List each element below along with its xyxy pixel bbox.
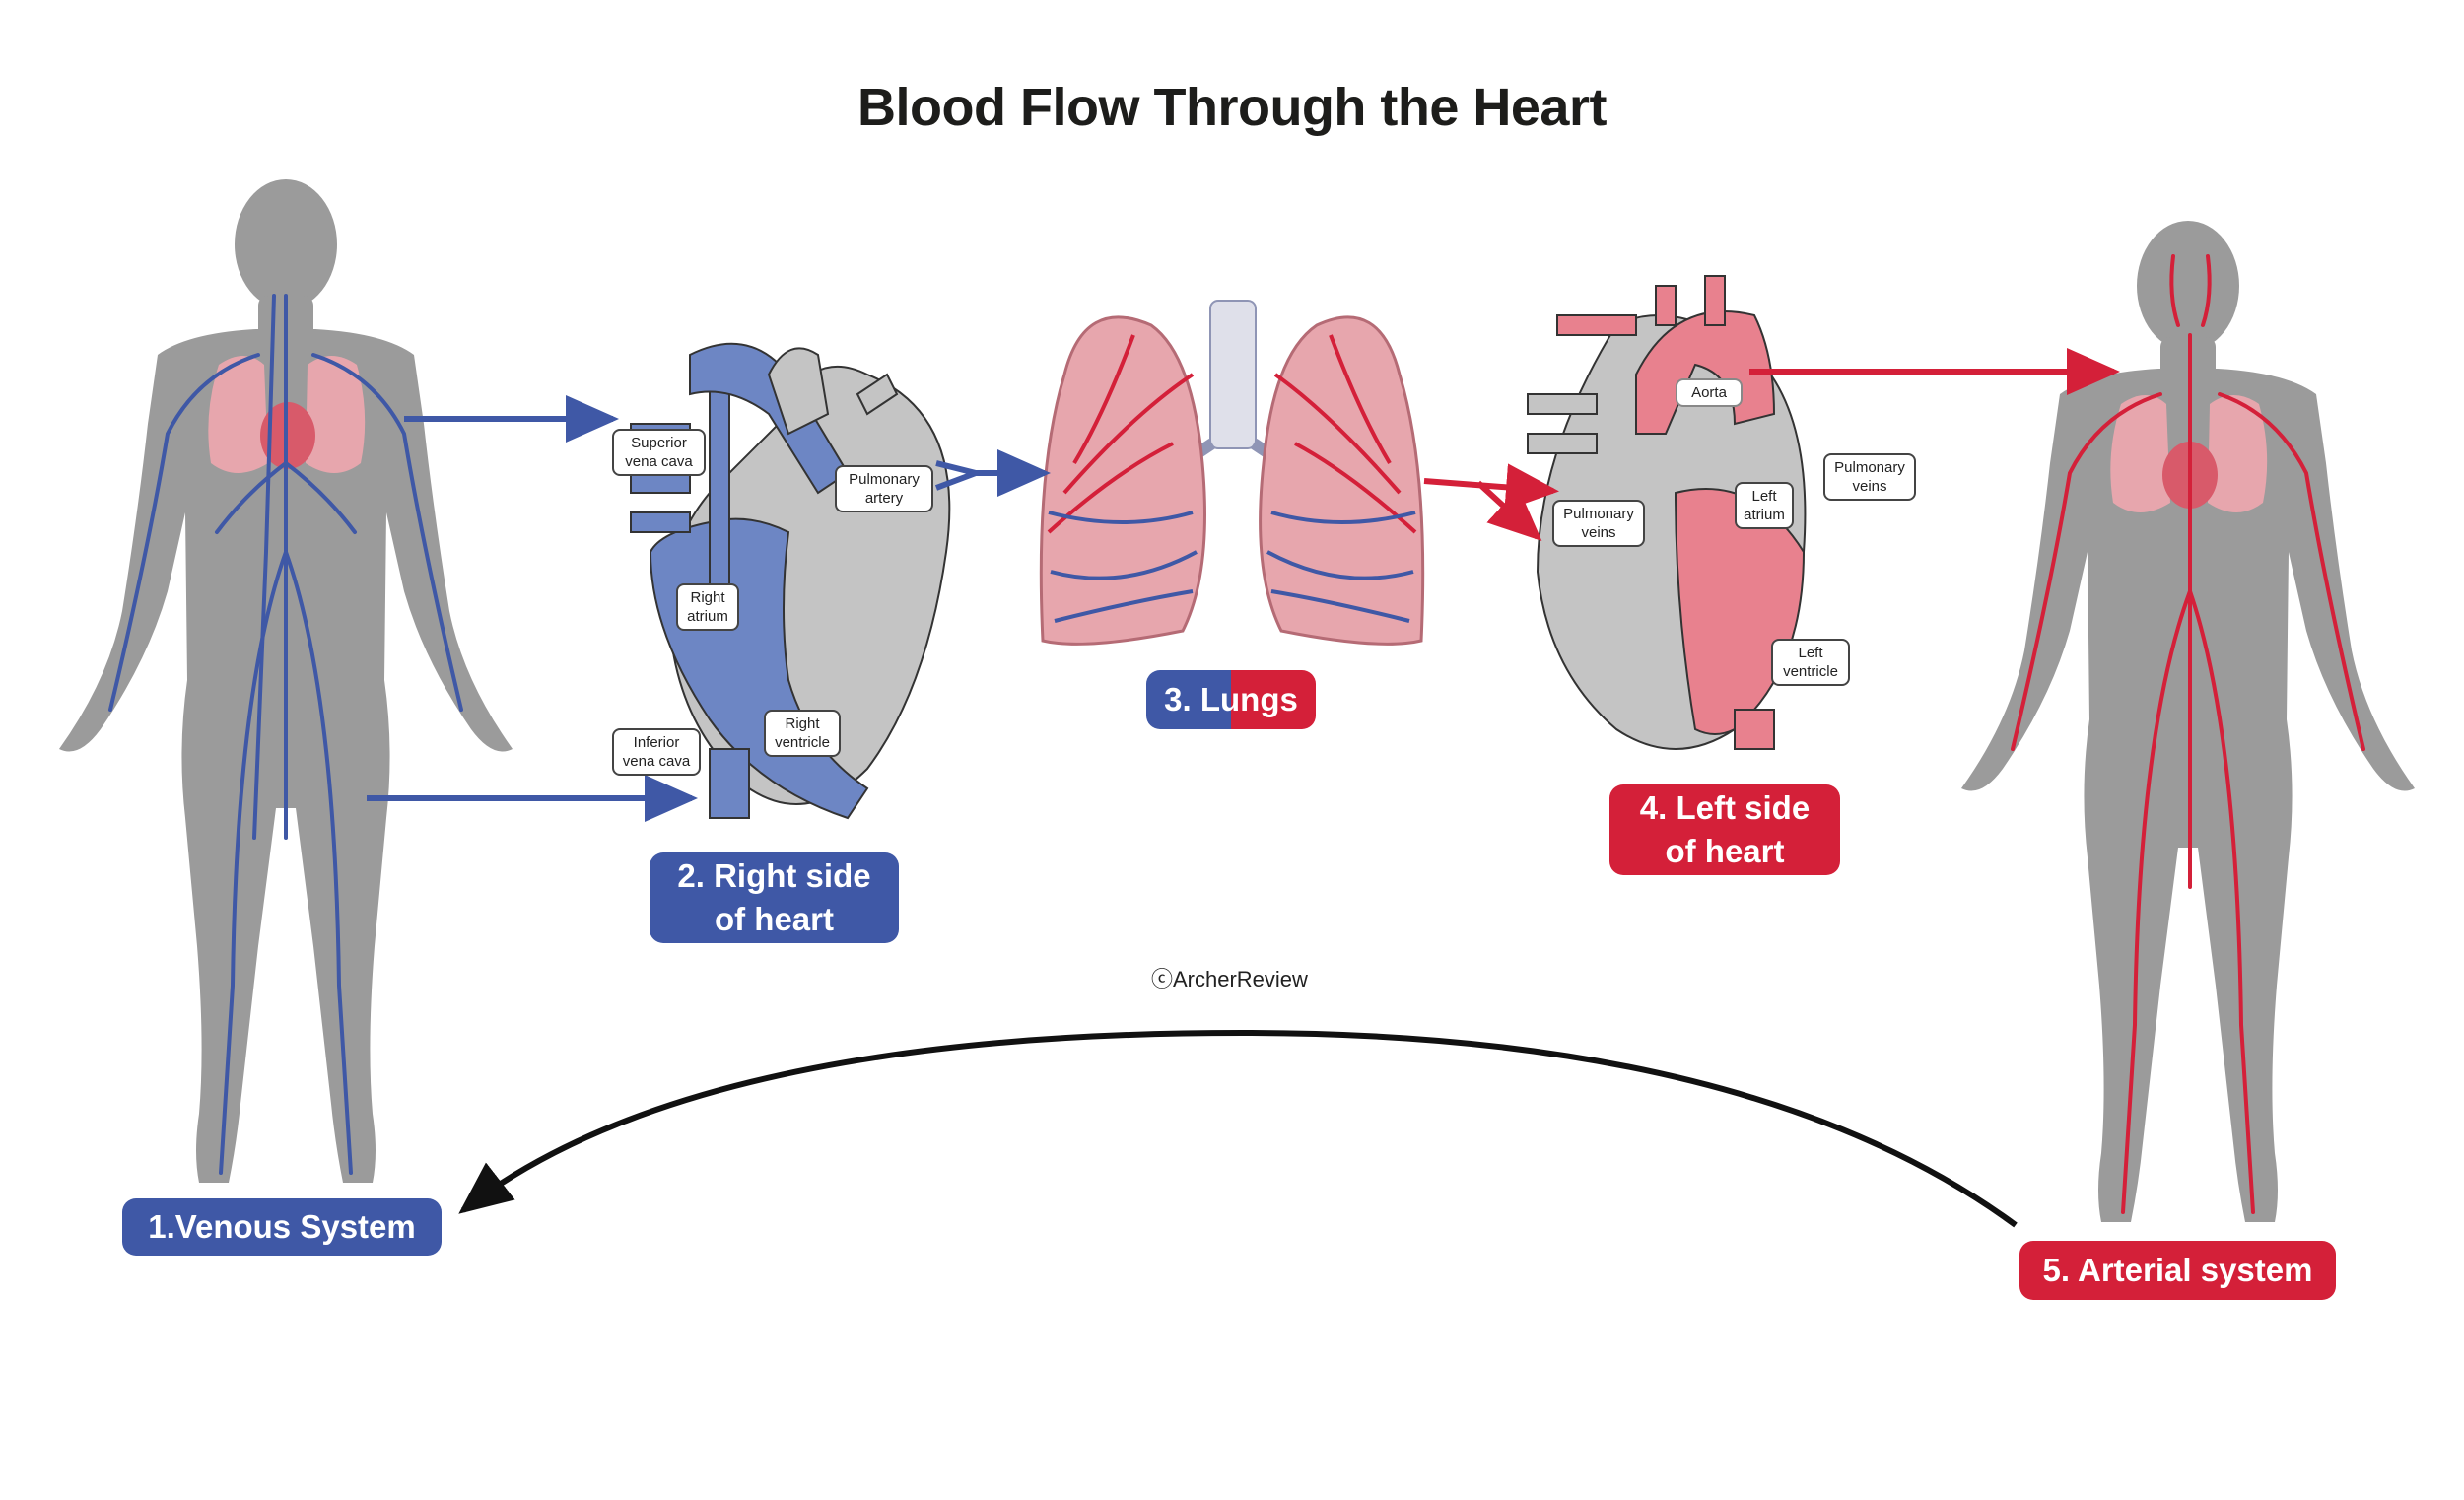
lungs-illustration <box>1039 300 1425 646</box>
stage-right-heart-line2: of heart <box>714 901 834 937</box>
venous-body-figure <box>59 179 513 1183</box>
stage-left-heart-line1: 4. Left side <box>1639 789 1811 826</box>
stage-arterial-label: 5. Arterial system <box>2042 1252 2313 1288</box>
stage-lungs-label-a: 3. Lu <box>1164 681 1241 717</box>
stage-arterial-system: 5. Arterial system <box>2019 1241 2336 1300</box>
stage-right-heart: 2. Right side of heart <box>650 852 899 943</box>
arrow-arterial-to-venous <box>458 1029 2018 1228</box>
flow-arrows <box>367 348 2120 1228</box>
stage-venous-label: 1.Venous System <box>148 1208 416 1245</box>
arterial-body-figure <box>1961 221 2415 1222</box>
arrow-pulmonary-artery-to-lungs-lower <box>934 470 978 491</box>
arrow-pulmonary-artery-to-lungs-upper <box>935 449 1051 497</box>
stage-lungs: 3. Lungs <box>1146 670 1316 729</box>
stage-venous-system: 1.Venous System <box>122 1198 442 1256</box>
label-aorta: Aorta <box>1676 378 1743 407</box>
page-title: Blood Flow Through the Heart <box>857 78 1607 137</box>
arrow-lungs-to-pulmonary-veins-lower <box>1475 480 1542 542</box>
stage-right-heart-line1: 2. Right side <box>677 857 871 894</box>
copyright-text: ⓒArcherReview <box>1151 967 1308 991</box>
stage-left-heart: 4. Left side of heart <box>1609 784 1840 875</box>
stage-left-heart-line2: of heart <box>1665 833 1785 869</box>
stage-lungs-label-b: ngs <box>1240 681 1298 717</box>
